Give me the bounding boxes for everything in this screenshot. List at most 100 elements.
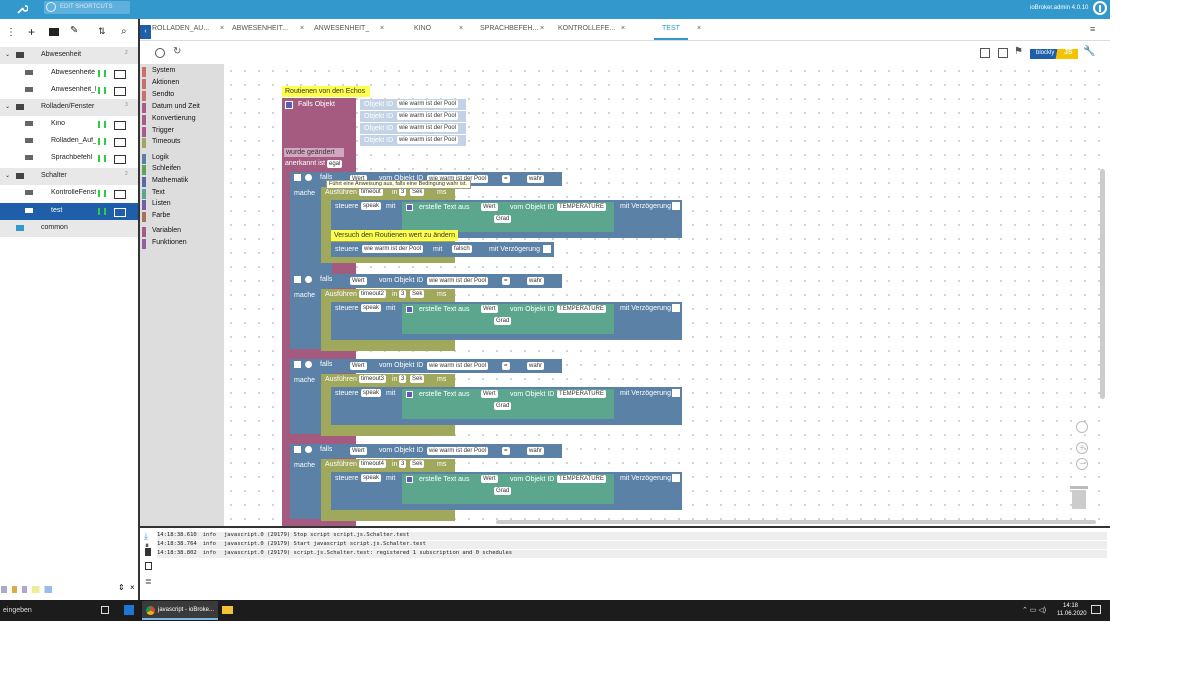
timeout-name-field[interactable]: timeout2 [359,290,387,298]
tab-anwesenheit[interactable]: ANWESENHEIT_ [314,25,369,32]
tab-sprachbefehl[interactable]: SPRACHBEFEH... [480,25,538,32]
tab-close-icon[interactable]: × [380,25,385,32]
collapse-icon[interactable]: ⌄ [5,104,11,110]
search-icon[interactable]: ⌕ [121,26,127,37]
unit-dropdown[interactable]: Sek [410,290,425,298]
tab-close-icon[interactable]: × [220,25,225,32]
wahr-dropdown[interactable]: wahr [527,175,545,183]
scroll-to-bottom-icon[interactable]: ⤓ [144,531,148,541]
verzoegerung-checkbox[interactable] [672,474,680,482]
toolbox-category[interactable]: Mathematik [142,177,188,187]
trash-icon[interactable] [1070,486,1088,509]
tab-close-icon[interactable]: × [697,25,702,32]
export-icon[interactable] [114,121,126,130]
more-vert-icon[interactable]: ⋮ [6,27,16,38]
flag-icon[interactable]: ⚑ [1014,46,1023,57]
comment-block[interactable]: Routienen von den Echos [282,86,370,97]
egal-dropdown[interactable]: egal [327,160,343,168]
enabled-toggle-icon[interactable] [98,155,106,162]
objekt-id-field[interactable]: wie warm ist der Pool [397,112,459,120]
objekt-id-field[interactable]: wie warm ist der Pool [427,362,489,370]
verzoegerung-checkbox[interactable] [543,245,551,253]
settings-wrench-icon[interactable]: 🔧 [1083,46,1096,57]
search-field-label[interactable]: eingeben [3,607,32,614]
tree-script-row-selected[interactable]: test [0,203,138,220]
tree-script-row[interactable]: Sprachbefehl [0,150,138,167]
toolbox-category[interactable]: Sendto [142,91,174,101]
sort-icon[interactable]: ⇅ [98,26,106,36]
help-icon[interactable] [305,276,312,283]
delay-field[interactable]: 3 [399,375,407,383]
expand-collapse-icon[interactable]: ⇕ [118,583,125,592]
gear-icon[interactable] [294,276,301,283]
wahr-dropdown[interactable]: wahr [527,277,545,285]
speak-dropdown[interactable]: speak [361,389,382,397]
list-icon[interactable]: ≣ [145,577,152,586]
tab-rolladen[interactable]: ROLLADEN_AU... [152,25,209,32]
tree-folder-schalter[interactable]: ⌄ Schalter 2 [0,168,138,185]
objekt-id-field[interactable]: wie warm ist der Pool [427,175,489,183]
enabled-toggle-icon[interactable] [98,87,106,94]
task-view-icon[interactable] [101,606,109,614]
falsch-dropdown[interactable]: falsch [452,245,472,253]
tree-script-row[interactable]: Kino [0,116,138,133]
verzoegerung-checkbox[interactable] [672,389,680,397]
help-icon[interactable] [305,446,312,453]
export-icon[interactable] [114,155,126,164]
enabled-toggle-icon[interactable] [98,208,106,215]
enabled-toggle-icon[interactable] [98,138,106,145]
unit-dropdown[interactable]: Sek [410,375,425,383]
add-icon[interactable]: + [28,25,36,39]
wert-dropdown[interactable]: Wert [350,277,367,285]
operator-dropdown[interactable]: = [502,362,510,370]
tree-folder-common[interactable]: common [0,220,138,237]
objekt-id-field[interactable]: wie warm ist der Pool [427,277,489,285]
file-explorer-icon[interactable] [222,606,233,614]
wert-dropdown[interactable]: Wert [350,175,367,183]
tab-close-icon[interactable]: × [300,25,305,32]
wert-dropdown[interactable]: Wert [350,362,367,370]
export-icon[interactable] [114,138,126,147]
toolbox-category[interactable]: Text [142,189,165,199]
tab-kino[interactable]: KINO [414,25,431,32]
help-icon[interactable] [305,174,312,181]
grad-text-field[interactable]: Grad [494,487,512,495]
tree-script-row[interactable]: Rolladen_Auf_u [0,133,138,150]
temperature-field[interactable]: TEMPERATURE [557,390,606,398]
operator-dropdown[interactable]: = [502,447,510,455]
tree-folder-abwesenheit[interactable]: ⌄ Abwesenheit 2 [0,47,138,64]
wert-dropdown[interactable]: Wert [481,390,498,398]
temperature-field[interactable]: TEMPERATURE [557,203,606,211]
import-blocks-icon[interactable] [998,48,1008,58]
wrench-icon[interactable] [16,3,29,15]
verzoegerung-checkbox[interactable] [672,304,680,312]
timeout-name-field[interactable]: timeout4 [359,460,387,468]
gear-icon[interactable] [294,361,301,368]
enabled-toggle-icon[interactable] [98,121,106,128]
objekt-id-field[interactable]: wie warm ist der Pool [397,136,459,144]
timeout-name-field[interactable]: timeout3 [359,375,387,383]
toolbox-category[interactable]: Datum und Zeit [142,103,200,113]
pause-icon[interactable]: ⏸ [145,541,149,550]
export-icon[interactable] [114,190,126,199]
tree-script-row[interactable]: Anwesenheit_le [0,82,138,99]
steuere-block[interactable]: steuere wie warm ist der Pool mit falsch… [331,242,554,257]
operator-dropdown[interactable]: = [502,175,510,183]
collapse-icon[interactable]: ⌄ [5,173,11,179]
delay-field[interactable]: 3 [399,460,407,468]
gear-icon[interactable] [294,174,301,181]
toolbox-category[interactable]: Logik [142,154,169,164]
menu-icon[interactable]: ≡ [1090,24,1096,34]
tree-script-row[interactable]: KontrolleFenste [0,185,138,202]
gear-icon[interactable] [406,306,413,313]
operator-dropdown[interactable]: = [502,277,510,285]
toolbox-category[interactable]: System [142,67,175,77]
timeout-name-field[interactable]: timeout [359,188,383,196]
wahr-dropdown[interactable]: wahr [527,362,545,370]
temperature-field[interactable]: TEMPERATURE [557,305,606,313]
tab-abwesenheit[interactable]: ABWESENHEIT... [232,25,288,32]
